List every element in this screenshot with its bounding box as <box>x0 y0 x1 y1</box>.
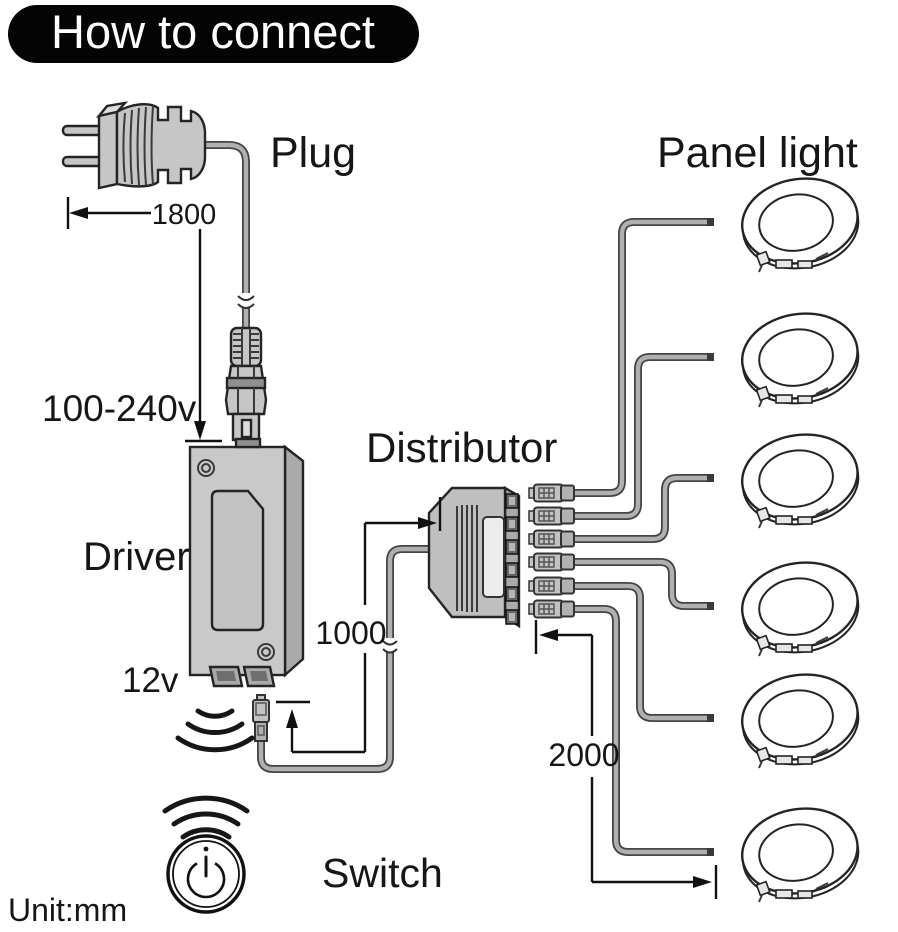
panel-light-label: Panel light <box>657 129 858 177</box>
power-icon <box>186 846 226 899</box>
distributor-box <box>427 485 521 629</box>
dimension-1800: 1800 <box>66 197 222 443</box>
distributor-output-ports <box>505 493 519 625</box>
unit-label: Unit:mm <box>8 892 127 928</box>
panel-light-1 <box>740 177 860 273</box>
distributor-label-slot <box>482 516 505 598</box>
c7-ribs <box>233 328 259 366</box>
plug-face <box>97 110 119 190</box>
dim-1000-value: 1000 <box>315 615 386 651</box>
connector-1 <box>528 483 575 503</box>
plug-prong-bottom <box>61 155 105 168</box>
rf-receiver <box>252 694 270 742</box>
output-voltage-label: 12v <box>122 661 179 700</box>
receiver-body <box>254 721 268 742</box>
panel-lights <box>740 177 860 903</box>
output-connectors <box>528 483 575 619</box>
light-clips <box>755 880 829 903</box>
output-cables <box>574 218 714 856</box>
c7-body <box>224 364 268 416</box>
light-clips <box>755 385 829 408</box>
driver-box <box>188 437 305 688</box>
connector-2 <box>528 506 575 526</box>
c7-collar <box>225 376 267 390</box>
power-cord <box>204 145 255 331</box>
receiver-cable <box>261 549 430 769</box>
distributor-label: Distributor <box>366 424 557 471</box>
receiver-cable-break <box>382 638 398 654</box>
driver-inlet-socket <box>234 437 262 449</box>
driver-label-panel <box>210 489 265 632</box>
input-voltage-label: 100-240v <box>42 388 197 429</box>
c7-slot <box>240 418 253 439</box>
dimension-2000: 2000 <box>534 620 718 899</box>
cable-end-caps <box>707 218 714 856</box>
connector-3 <box>528 529 575 549</box>
dimension-1000: 1000 <box>276 497 442 754</box>
dim-2000-value: 2000 <box>548 737 619 773</box>
plug-label: Plug <box>270 129 356 177</box>
title-text: How to connect <box>51 5 375 58</box>
connector-4 <box>528 552 575 572</box>
c7-connector <box>224 326 268 442</box>
panel-light-2 <box>740 312 860 408</box>
switch-label: Switch <box>322 850 443 896</box>
connector-5 <box>528 576 575 596</box>
title-banner-bg <box>8 5 419 63</box>
driver-screw-bottom <box>257 643 275 661</box>
plug-ribs <box>122 105 154 186</box>
dim-1800-value: 1800 <box>152 199 217 231</box>
panel-light-4 <box>740 561 860 657</box>
light-clips <box>755 634 829 657</box>
connector-6 <box>528 599 575 619</box>
light-clips <box>755 250 829 273</box>
panel-light-3 <box>740 433 860 529</box>
wireless-waves-lower <box>162 795 250 840</box>
title-banner: How to connect <box>8 5 419 63</box>
panel-light-6 <box>740 807 860 903</box>
cord-break <box>237 293 255 309</box>
panel-light-5 <box>740 673 860 769</box>
distributor-vents <box>456 505 478 612</box>
switch-button <box>166 834 246 914</box>
plug-prong-top <box>61 124 105 137</box>
switch-inner-ring <box>172 840 240 908</box>
light-clips <box>755 746 829 769</box>
driver-screw-top <box>197 459 215 477</box>
driver-output-port-2 <box>242 665 276 688</box>
driver-label: Driver <box>83 535 190 579</box>
driver-output-port-1 <box>208 665 244 688</box>
plug-illustration <box>61 101 207 190</box>
light-clips <box>755 506 829 529</box>
wireless-waves-upper <box>175 708 255 753</box>
driver-side-face <box>283 444 305 678</box>
